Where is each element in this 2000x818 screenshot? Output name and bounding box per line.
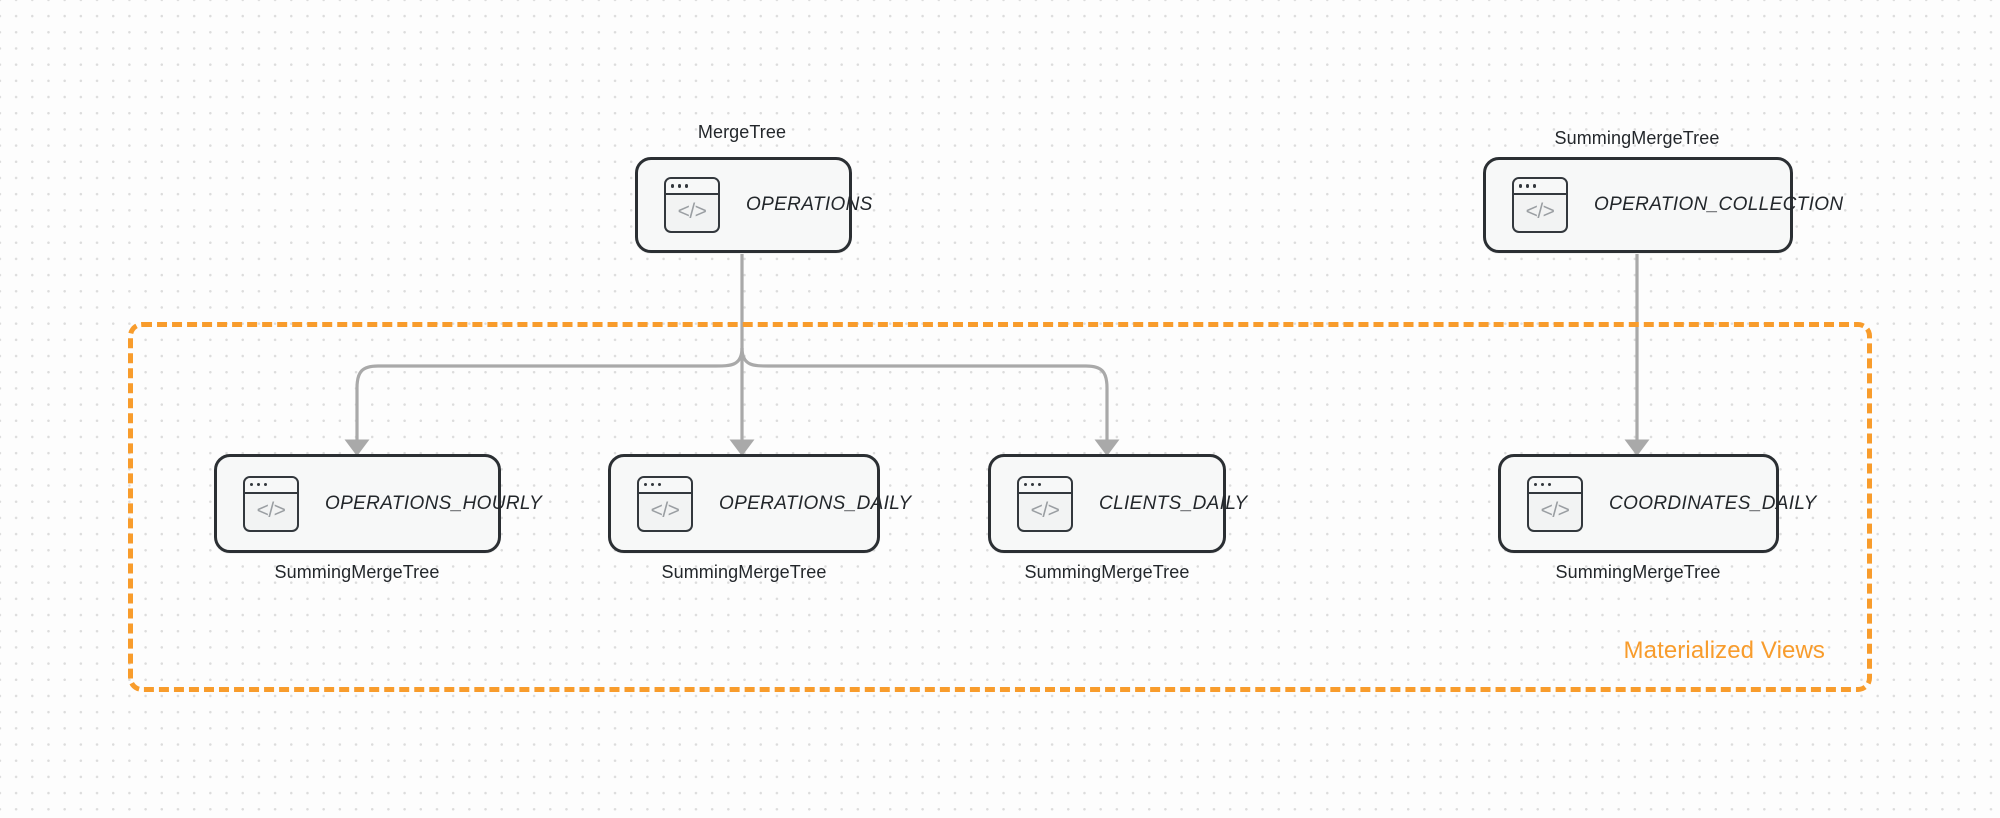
- icon-dot: [1547, 482, 1551, 487]
- icon-titlebar: [1529, 477, 1581, 494]
- icon-dot: [1540, 482, 1545, 487]
- icon-dot: [1525, 184, 1530, 188]
- icon-dot: [644, 482, 648, 487]
- icon-dot: [1030, 482, 1035, 487]
- icon-dot: [650, 482, 655, 487]
- icon-code-glyph: </>: [650, 498, 680, 522]
- icon-dot: [1024, 482, 1028, 487]
- engine-caption-coordinates-daily: SummingMergeTree: [1555, 562, 1721, 582]
- icon-titlebar: [245, 477, 297, 494]
- code-window-icon: </>: [1512, 177, 1568, 233]
- node-label: CLIENTS_DAILY: [1099, 492, 1248, 514]
- icon-dot: [684, 184, 688, 188]
- icon-dot: [250, 482, 254, 487]
- node-operations[interactable]: </> OPERATIONS: [635, 157, 872, 253]
- icon-code-glyph: </>: [256, 498, 286, 522]
- engine-caption-operations-hourly: SummingMergeTree: [274, 562, 440, 582]
- icon-dot: [1037, 482, 1041, 487]
- icon-dot: [263, 482, 267, 487]
- code-window-icon: </>: [1527, 475, 1583, 532]
- icon-code-glyph: </>: [677, 200, 707, 223]
- icon-titlebar: [639, 477, 691, 494]
- materialized-views-group: Materialized Views: [128, 322, 1872, 692]
- node-label: OPERATIONS_HOURLY: [325, 492, 543, 514]
- icon-dot: [671, 184, 675, 188]
- icon-dot: [1534, 482, 1538, 487]
- icon-dot: [256, 482, 261, 487]
- materialized-views-label: Materialized Views: [1623, 637, 1825, 664]
- node-label: OPERATIONS_DAILY: [719, 492, 912, 514]
- icon-titlebar: [1019, 477, 1071, 494]
- node-operations-hourly[interactable]: </> OPERATIONS_HOURLY: [214, 454, 542, 553]
- icon-dot: [1519, 184, 1523, 188]
- node-coordinates-daily[interactable]: </> COORDINATES_DAILY: [1498, 454, 1816, 553]
- code-window-icon: </>: [637, 475, 693, 532]
- code-window-icon: </>: [664, 177, 720, 233]
- node-label: OPERATION_COLLECTION: [1594, 194, 1844, 215]
- code-window-icon: </>: [1017, 475, 1073, 532]
- engine-caption-operation-collection: SummingMergeTree: [1554, 128, 1720, 148]
- engine-caption-clients-daily: SummingMergeTree: [1024, 562, 1190, 582]
- icon-code-glyph: </>: [1525, 200, 1555, 223]
- engine-caption-operations: MergeTree: [697, 122, 787, 142]
- icon-code-glyph: </>: [1030, 498, 1060, 522]
- icon-dot: [657, 482, 661, 487]
- node-label: COORDINATES_DAILY: [1609, 492, 1817, 514]
- icon-dot: [1532, 184, 1536, 188]
- icon-code-glyph: </>: [1540, 498, 1570, 522]
- node-operations-daily[interactable]: </> OPERATIONS_DAILY: [608, 454, 911, 553]
- node-clients-daily[interactable]: </> CLIENTS_DAILY: [988, 454, 1247, 553]
- node-label: OPERATIONS: [746, 194, 873, 215]
- icon-dot: [677, 184, 682, 188]
- icon-titlebar: [666, 179, 718, 195]
- node-operation-collection[interactable]: </> OPERATION_COLLECTION: [1483, 157, 1843, 253]
- code-window-icon: </>: [243, 475, 299, 532]
- engine-caption-operations-daily: SummingMergeTree: [661, 562, 827, 582]
- icon-titlebar: [1514, 179, 1566, 195]
